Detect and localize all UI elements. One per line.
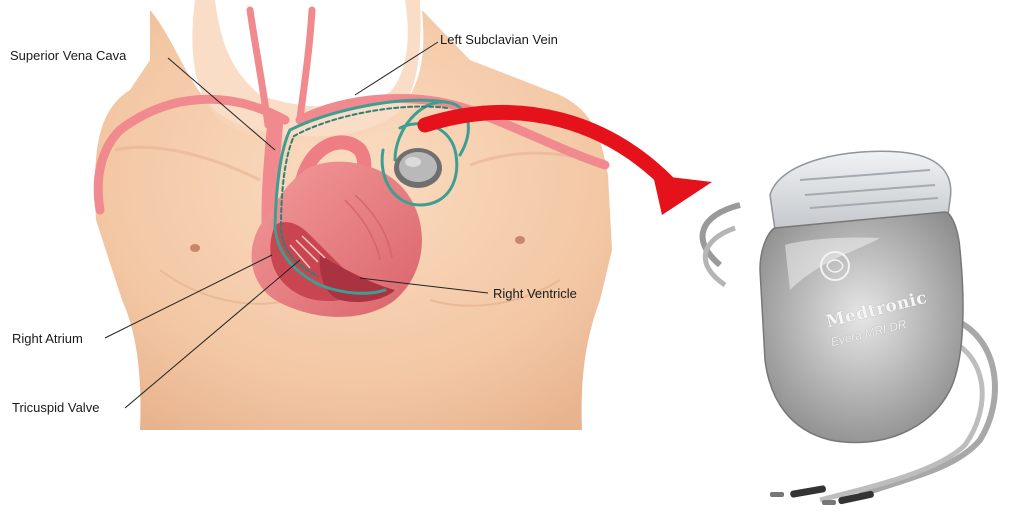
- implant-case-inner: [399, 152, 437, 182]
- lead-tip-end-1: [770, 492, 784, 497]
- nipple-right: [190, 244, 200, 252]
- label-left-subclavian-vein: Left Subclavian Vein: [440, 32, 558, 47]
- label-right-ventricle: Right Ventricle: [493, 286, 577, 301]
- label-tricuspid-valve: Tricuspid Valve: [12, 400, 99, 415]
- implanted-pacemaker: [394, 148, 442, 188]
- jugular-left: [300, 10, 312, 118]
- lead-tip-1: [790, 485, 827, 498]
- label-right-atrium: Right Atrium: [12, 331, 83, 346]
- label-superior-vena-cava: Superior Vena Cava: [10, 48, 126, 63]
- nipple-left: [515, 236, 525, 244]
- arrow-head: [653, 175, 712, 215]
- implant-highlight: [405, 157, 421, 167]
- pacemaker-device: [703, 151, 995, 505]
- lead-tip-end-2: [822, 500, 836, 505]
